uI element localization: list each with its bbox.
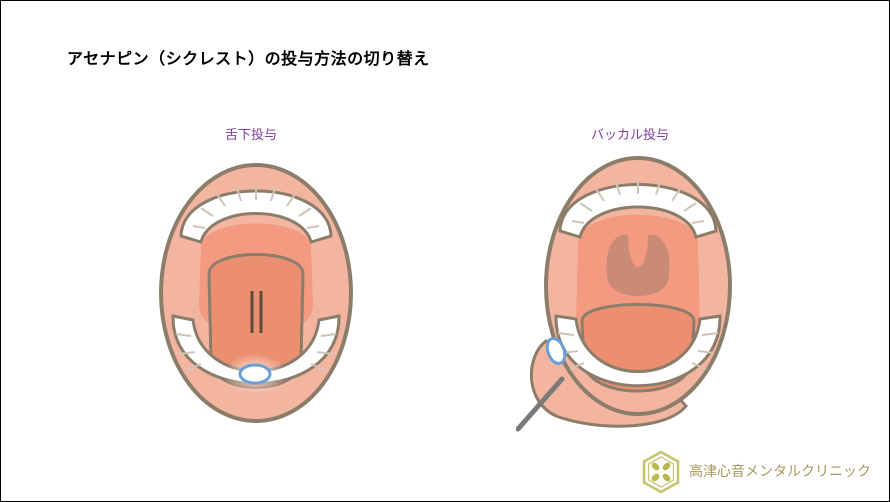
dental-instrument bbox=[516, 376, 565, 432]
clinic-name: 高津心音メンタルクリニック bbox=[689, 464, 871, 480]
upper-teeth bbox=[558, 183, 718, 239]
clinic-logo: 高津心音メンタルクリニック bbox=[641, 450, 881, 494]
uvula bbox=[606, 234, 670, 296]
sublingual-mouth-illustration bbox=[159, 163, 353, 423]
caption-sublingual: 舌下投与 bbox=[224, 128, 277, 143]
tablet bbox=[238, 363, 272, 385]
page-title: アセナピン（シクレスト）の投与方法の切り替え bbox=[67, 49, 430, 68]
upper-teeth bbox=[179, 189, 333, 244]
tablet bbox=[545, 336, 567, 366]
lower-teeth bbox=[554, 314, 722, 388]
hexagon-clover-logo-icon bbox=[642, 450, 680, 494]
lower-teeth bbox=[171, 314, 341, 385]
caption-buccal: バッカル投与 bbox=[590, 128, 669, 143]
buccal-mouth-illustration bbox=[516, 156, 732, 432]
